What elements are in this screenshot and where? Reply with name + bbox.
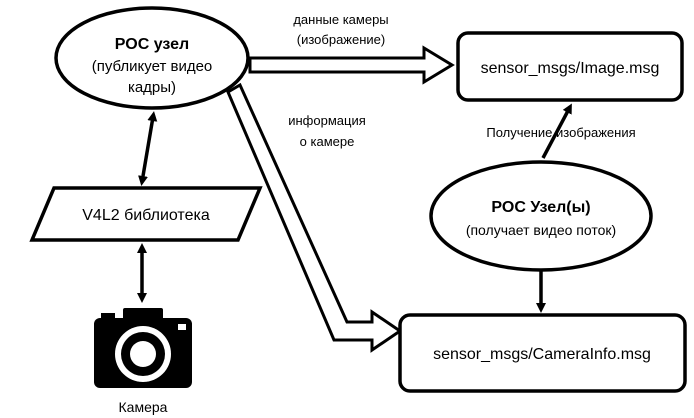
edge-label-receive-image: Получение изображения: [486, 125, 635, 140]
hollow-arrow-to-camerainfo: [226, 82, 403, 353]
edge-label-camera-info-2: о камере: [300, 134, 355, 149]
edge-label-camera-data-1: данные камеры: [293, 12, 388, 27]
image-msg-label: sensor_msgs/Image.msg: [481, 60, 660, 77]
hollow-arrow-to-image: [248, 45, 455, 85]
edge-label-camera-data-2: (изображение): [297, 32, 385, 47]
camera-icon: [94, 308, 192, 388]
camerainfo-msg-label: sensor_msgs/CameraInfo.msg: [433, 346, 651, 363]
ros-node-publisher-subtitle-2: кадры): [128, 79, 176, 96]
v4l2-library[interactable]: V4L2 библиотека: [29, 186, 263, 242]
ros-node-publisher[interactable]: РОС узел (публикует видео кадры): [54, 6, 250, 110]
ros-node-subscriber-subtitle: (получает видео поток): [466, 222, 616, 238]
arrow-subscriber-to-image: [541, 103, 572, 159]
camerainfo-msg-box[interactable]: sensor_msgs/CameraInfo.msg: [398, 313, 687, 393]
arrow-node-v4l2: [138, 111, 158, 186]
ros-node-subscriber-title: РОС Узел(ы): [491, 199, 590, 216]
edge-label-camera-info-1: информация: [288, 113, 366, 128]
ros-node-publisher-subtitle-1: (публикует видео: [92, 58, 213, 75]
v4l2-label: V4L2 библиотека: [82, 207, 210, 224]
ros-node-publisher-title: РОС узел: [115, 36, 189, 53]
image-msg-box[interactable]: sensor_msgs/Image.msg: [456, 31, 684, 102]
ros-node-subscriber[interactable]: РОС Узел(ы) (получает видео поток): [429, 160, 653, 272]
camera-label: Камера: [119, 399, 168, 415]
